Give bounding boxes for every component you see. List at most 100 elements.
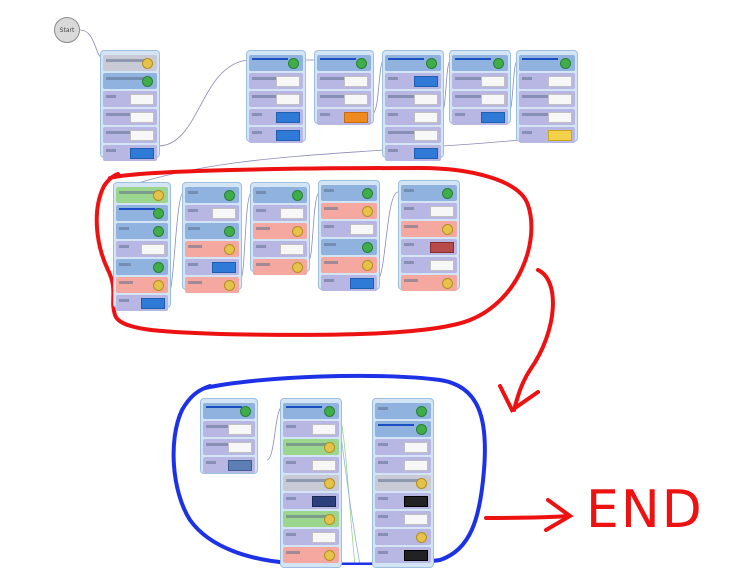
flow-step[interactable] xyxy=(375,547,431,563)
flow-step[interactable] xyxy=(519,109,575,125)
flow-step[interactable] xyxy=(103,55,157,71)
flow-group[interactable] xyxy=(200,398,258,474)
flow-group[interactable] xyxy=(280,398,342,568)
flow-step[interactable] xyxy=(185,259,239,275)
flow-step[interactable] xyxy=(519,55,575,71)
flow-group[interactable] xyxy=(250,182,310,275)
flow-step[interactable] xyxy=(385,91,441,107)
flow-step[interactable] xyxy=(375,439,431,455)
flow-step[interactable] xyxy=(253,241,307,257)
flow-step[interactable] xyxy=(452,109,508,125)
flow-step[interactable] xyxy=(203,403,255,419)
flow-step[interactable] xyxy=(321,239,377,255)
flow-step[interactable] xyxy=(401,185,457,201)
flow-step[interactable] xyxy=(253,259,307,275)
flow-step[interactable] xyxy=(185,223,239,239)
flow-step[interactable] xyxy=(283,547,339,563)
flow-step[interactable] xyxy=(116,241,168,257)
flow-step[interactable] xyxy=(283,439,339,455)
flow-step[interactable] xyxy=(321,257,377,273)
flow-step[interactable] xyxy=(103,73,157,89)
flow-step[interactable] xyxy=(375,403,431,419)
flow-step[interactable] xyxy=(103,91,157,107)
flow-step[interactable] xyxy=(385,145,441,161)
flow-step[interactable] xyxy=(375,475,431,491)
flow-step[interactable] xyxy=(203,439,255,455)
flow-step[interactable] xyxy=(321,275,377,291)
flow-step[interactable] xyxy=(249,73,303,89)
flow-step[interactable] xyxy=(283,511,339,527)
flow-step[interactable] xyxy=(385,127,441,143)
start-node[interactable]: Start xyxy=(54,17,80,43)
flow-step[interactable] xyxy=(103,127,157,143)
flow-step[interactable] xyxy=(185,241,239,257)
flow-step[interactable] xyxy=(253,205,307,221)
flow-group[interactable] xyxy=(398,180,460,291)
flow-step[interactable] xyxy=(321,203,377,219)
flow-step[interactable] xyxy=(317,55,371,71)
flow-step[interactable] xyxy=(317,73,371,89)
flow-step[interactable] xyxy=(116,277,168,293)
flow-step[interactable] xyxy=(185,187,239,203)
flow-step[interactable] xyxy=(452,91,508,107)
flow-step[interactable] xyxy=(116,205,168,221)
flow-step[interactable] xyxy=(401,203,457,219)
flow-step[interactable] xyxy=(401,257,457,273)
flow-step[interactable] xyxy=(253,187,307,203)
flow-group[interactable] xyxy=(449,50,511,125)
flow-group[interactable] xyxy=(246,50,306,143)
flow-step[interactable] xyxy=(103,109,157,125)
flow-step[interactable] xyxy=(385,55,441,71)
flow-step[interactable] xyxy=(283,493,339,509)
flow-step[interactable] xyxy=(249,91,303,107)
flow-step[interactable] xyxy=(116,187,168,203)
flow-step[interactable] xyxy=(401,239,457,255)
flow-step[interactable] xyxy=(249,127,303,143)
flow-step[interactable] xyxy=(283,529,339,545)
flow-step[interactable] xyxy=(519,73,575,89)
flow-step[interactable] xyxy=(401,275,457,291)
flow-step[interactable] xyxy=(452,73,508,89)
flow-step[interactable] xyxy=(385,73,441,89)
thumbnail-image xyxy=(404,514,428,525)
flow-step[interactable] xyxy=(321,185,377,201)
flow-step[interactable] xyxy=(185,277,239,293)
flow-step[interactable] xyxy=(249,55,303,71)
flow-step[interactable] xyxy=(317,109,371,125)
flow-step[interactable] xyxy=(452,55,508,71)
flow-group[interactable] xyxy=(314,50,374,125)
flow-step[interactable] xyxy=(103,145,157,161)
flow-step[interactable] xyxy=(375,493,431,509)
flow-step[interactable] xyxy=(519,91,575,107)
flow-step[interactable] xyxy=(375,421,431,437)
flow-step[interactable] xyxy=(203,421,255,437)
flow-step[interactable] xyxy=(375,457,431,473)
flow-group[interactable] xyxy=(318,180,380,291)
flow-step[interactable] xyxy=(185,205,239,221)
flow-step[interactable] xyxy=(385,109,441,125)
flow-step[interactable] xyxy=(401,221,457,237)
flow-step[interactable] xyxy=(116,295,168,311)
flow-group[interactable] xyxy=(382,50,444,161)
flow-group[interactable] xyxy=(113,182,171,311)
flow-step[interactable] xyxy=(283,403,339,419)
flow-step[interactable] xyxy=(375,529,431,545)
flow-step[interactable] xyxy=(317,91,371,107)
flow-group[interactable] xyxy=(182,182,242,293)
flow-step[interactable] xyxy=(116,259,168,275)
flow-group[interactable] xyxy=(516,50,578,143)
flow-step[interactable] xyxy=(283,457,339,473)
flow-step[interactable] xyxy=(375,511,431,527)
flow-step[interactable] xyxy=(203,457,255,473)
flow-group[interactable] xyxy=(372,398,434,568)
gear-icon xyxy=(142,58,153,69)
flow-step[interactable] xyxy=(519,127,575,143)
arrow-icon xyxy=(362,188,373,199)
flow-step[interactable] xyxy=(249,109,303,125)
flow-step[interactable] xyxy=(253,223,307,239)
flow-step[interactable] xyxy=(116,223,168,239)
flow-step[interactable] xyxy=(283,421,339,437)
flow-group[interactable] xyxy=(100,50,160,161)
flow-step[interactable] xyxy=(321,221,377,237)
flow-step[interactable] xyxy=(283,475,339,491)
